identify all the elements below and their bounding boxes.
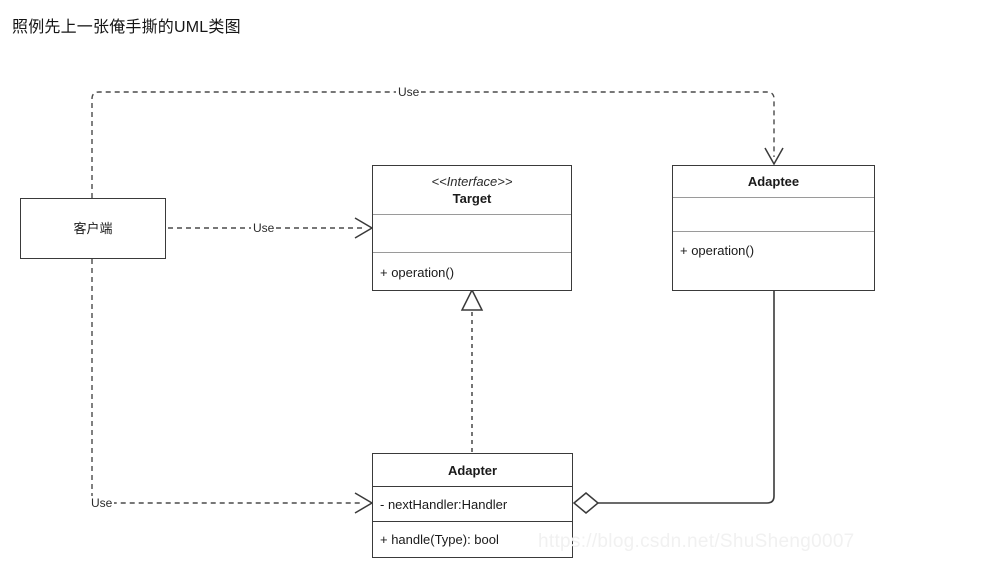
edge-adapter-aggregates-adaptee <box>597 291 775 504</box>
class-box-client[interactable]: 客户端 <box>20 198 166 259</box>
class-adaptee-header: Adaptee <box>673 166 874 197</box>
class-adapter-header: Adapter <box>373 454 572 486</box>
class-adaptee-name: Adaptee <box>747 174 800 189</box>
class-adapter-attributes: - nextHandler:Handler <box>373 486 572 521</box>
class-adapter-attribute-0: - nextHandler:Handler <box>380 496 508 512</box>
class-adapter-name: Adapter <box>447 462 498 478</box>
class-adaptee-operation-0: + operation() <box>680 243 755 258</box>
class-adaptee-operations: + operation() <box>673 231 874 292</box>
class-adapter-operations: + handle(Type): bool <box>373 521 572 557</box>
class-client-name: 客户端 <box>73 221 113 236</box>
edge-client-uses-adaptee <box>91 91 775 198</box>
class-target-attributes <box>373 214 571 252</box>
class-target-stereotype: <<Interface>> <box>431 174 513 189</box>
class-target-name: Target <box>452 191 492 206</box>
class-adaptee-attributes <box>673 197 874 231</box>
class-box-target[interactable]: <<Interface>> Target + operation() <box>372 165 572 291</box>
edge-label-client-uses-adapter: Use <box>89 496 115 510</box>
hollow-diamond-adapter <box>572 492 600 514</box>
class-target-operation-0: + operation() <box>380 265 455 280</box>
class-box-adapter[interactable]: Adapter - nextHandler:Handler + handle(T… <box>372 453 573 558</box>
class-target-operations: + operation() <box>373 252 571 292</box>
edge-label-client-uses-target: Use <box>251 221 277 235</box>
page-caption: 照例先上一张俺手撕的UML类图 <box>12 19 241 36</box>
class-target-header: <<Interface>> Target <box>373 166 571 214</box>
watermark: https://blog.csdn.net/ShuSheng0007 <box>538 531 855 552</box>
edge-client-uses-adapter <box>91 259 363 504</box>
arrowhead-open-adaptee <box>764 147 784 166</box>
arrowhead-hollow-triangle-target <box>460 288 484 311</box>
edge-label-client-uses-adaptee: Use <box>396 85 422 99</box>
class-adapter-operation-0: + handle(Type): bool <box>380 532 499 547</box>
class-box-adaptee[interactable]: Adaptee + operation() <box>672 165 875 291</box>
